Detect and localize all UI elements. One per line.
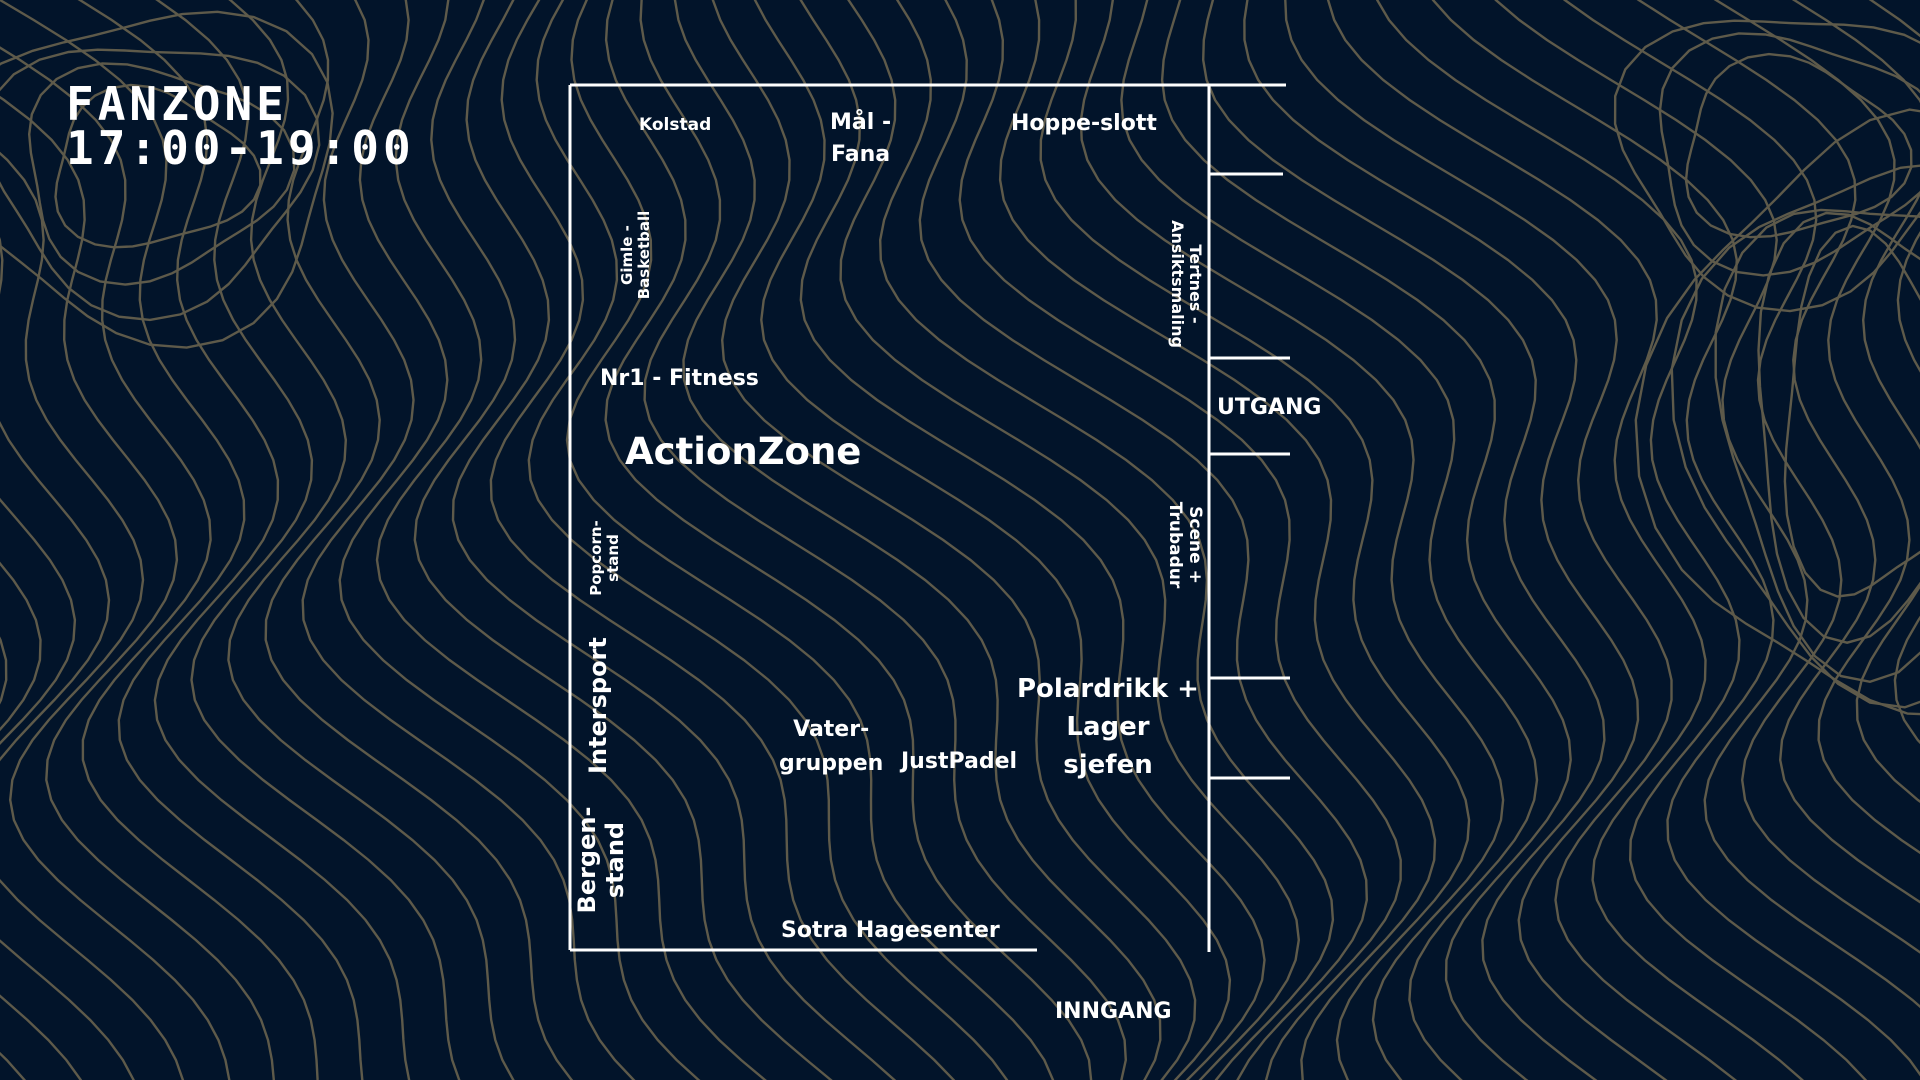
contour-line	[639, 0, 1128, 1080]
contour-line	[1658, 32, 1920, 277]
contour-line	[1243, 0, 1668, 1080]
label-justpadel: JustPadel	[901, 749, 1018, 774]
label-tertnes-ansiktsmaling: Tertnes - Ansiktsmaling	[1167, 220, 1205, 348]
contour-line	[839, 0, 1301, 1080]
label-nr1-fitness: Nr1 - Fitness	[600, 366, 759, 391]
contour-line	[338, 0, 701, 1080]
label-utgang: UTGANG	[1217, 395, 1322, 420]
contour-line	[1375, 0, 1868, 1080]
contour-line	[77, 0, 411, 1080]
label-actionzone: ActionZone	[625, 430, 862, 473]
contour-line	[958, 0, 1402, 1080]
label-bergen-stand: Bergen- stand	[573, 806, 629, 914]
label-sotra-hagesenter: Sotra Hagesenter	[781, 918, 1000, 943]
contour-line	[1636, 0, 1920, 904]
contour-line	[0, 236, 185, 1080]
label-kolstad: Kolstad	[639, 115, 712, 135]
contour-line	[1120, 0, 1539, 1080]
contour-line	[227, 0, 515, 1080]
page-title: FANZONE 17:00-19:00	[66, 77, 415, 175]
title-time: 17:00-19:00	[66, 121, 415, 175]
contour-line	[451, 0, 897, 1080]
label-vatergruppen: Vater- gruppen	[779, 717, 884, 776]
contour-line	[918, 0, 1369, 1080]
contour-line	[54, 83, 262, 249]
contour-line	[0, 95, 276, 1080]
label-maal-fana: Mål - Fana	[830, 110, 892, 167]
contour-line	[1160, 0, 1572, 1080]
contour-line	[1494, 0, 1920, 1009]
contour-line	[998, 0, 1437, 1080]
contour-line	[1714, 208, 1920, 684]
contour-line	[0, 10, 334, 349]
contour-line	[413, 0, 833, 1080]
contour-line	[1613, 19, 1920, 313]
contour-line	[1783, 224, 1920, 598]
contour-line	[753, 0, 1232, 1080]
contour-line	[264, 0, 574, 1080]
contour-line	[0, 46, 319, 1080]
contour-line	[0, 497, 135, 1080]
contour-line	[565, 0, 1055, 1080]
label-inngang: INNGANG	[1055, 999, 1172, 1024]
contour-line	[1634, 108, 1920, 716]
contour-line	[1326, 0, 1804, 1080]
contour-line	[0, 0, 364, 1080]
contour-line	[375, 0, 767, 1080]
contour-line	[27, 62, 296, 286]
contour-line	[604, 0, 1093, 1080]
contour-line	[1079, 0, 1505, 1080]
contour-line	[489, 0, 956, 1080]
contour-line	[1201, 0, 1606, 1080]
contour-line	[0, 48, 321, 322]
contour-line	[673, 0, 1162, 1080]
contour-line	[1039, 0, 1471, 1080]
contour-line	[1562, 0, 1920, 954]
contour-line	[799, 0, 1266, 1080]
contour-line	[711, 0, 1197, 1080]
contour-line	[1684, 52, 1913, 239]
contour-line	[1757, 211, 1920, 644]
contour-line	[878, 0, 1335, 1080]
label-gimle-basketball: Gimle - Basketball	[618, 210, 654, 300]
contour-line	[1713, 0, 1920, 855]
contour-line	[0, 151, 231, 1080]
label-scene-trubadur: Scene + Trubadur	[1165, 501, 1205, 589]
title-fanzone: FANZONE	[66, 77, 288, 131]
contour-line	[1284, 0, 1738, 1080]
contour-line	[1670, 164, 1920, 709]
label-hoppeslott: Hoppe-slott	[1011, 111, 1157, 136]
label-popcorn-stand: Popcorn- stand	[587, 520, 623, 596]
contour-line	[155, 0, 461, 1080]
label-intersport: Intersport	[584, 637, 612, 774]
label-polardrikk-lagersjefen: Polardrikk + Lager sjefen	[1017, 674, 1199, 780]
